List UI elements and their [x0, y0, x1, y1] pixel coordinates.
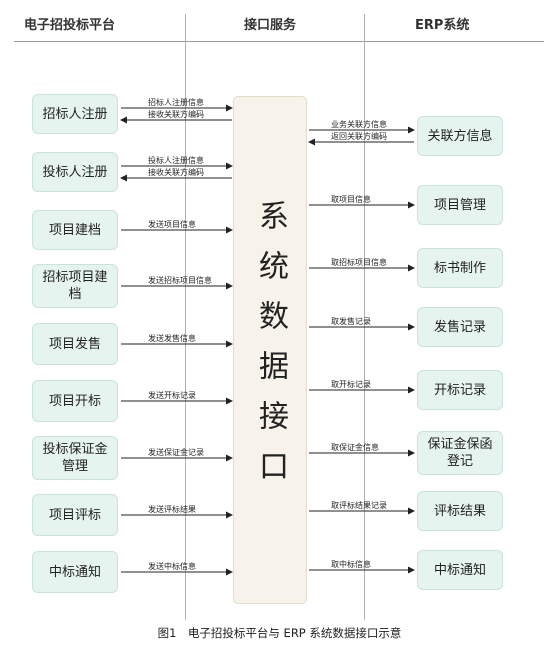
column-divider-left: [185, 14, 186, 620]
erp-flow-2-1-label: 取项目信息: [331, 195, 371, 204]
platform-box-1: 招标人注册: [32, 94, 118, 134]
erp-box-6: 保证金保函登记: [417, 431, 503, 475]
platform-flow-2-1-label: 投标人注册信息: [148, 156, 204, 165]
erp-flow-7-1-label: 取评标结果记录: [331, 501, 387, 510]
erp-box-1: 关联方信息: [417, 116, 503, 156]
platform-box-7: 投标保证金管理: [32, 436, 118, 480]
column-title-middle: 接口服务: [244, 18, 297, 33]
platform-flow-2-2-label: 接收关联方编码: [148, 168, 204, 177]
column-title-left: 电子招投标平台: [24, 18, 116, 33]
platform-flow-5-1-label: 发送发售信息: [148, 334, 196, 343]
platform-flow-3-1-label: 发送项目信息: [148, 220, 196, 229]
platform-box-8: 项目评标: [32, 494, 118, 536]
erp-flow-4-1-label: 取发售记录: [331, 317, 371, 326]
platform-box-9: 中标通知: [32, 551, 118, 593]
erp-flow-1-2-label: 返回关联方编码: [331, 132, 387, 141]
platform-box-2: 投标人注册: [32, 152, 118, 192]
platform-flow-6-1-label: 发送开标记录: [148, 391, 196, 400]
platform-flow-9-1-label: 发送中标信息: [148, 562, 196, 571]
erp-flow-5-1-label: 取开标记录: [331, 380, 371, 389]
erp-box-7: 评标结果: [417, 491, 503, 531]
platform-flow-8-1-label: 发送评标结果: [148, 505, 196, 514]
figure-caption: 图1 电子招投标平台与 ERP 系统数据接口示意: [157, 626, 402, 640]
platform-box-6: 项目开标: [32, 380, 118, 422]
erp-flow-8-1-label: 取中标信息: [331, 560, 371, 569]
column-divider-right: [364, 14, 365, 620]
platform-box-4: 招标项目建档: [32, 264, 118, 308]
system-data-interface-box: 系统数据接口: [233, 96, 307, 604]
platform-flow-1-2-label: 接收关联方编码: [148, 110, 204, 119]
platform-flow-4-1-label: 发送招标项目信息: [148, 276, 212, 285]
erp-box-5: 开标记录: [417, 370, 503, 410]
erp-flow-1-1-label: 业务关联方信息: [331, 120, 387, 129]
erp-flow-3-1-label: 取招标项目信息: [331, 258, 387, 267]
erp-box-2: 项目管理: [417, 185, 503, 225]
system-data-interface-label: 系统数据接口: [253, 200, 288, 500]
platform-flow-1-1-label: 招标人注册信息: [148, 98, 204, 107]
erp-flow-6-1-label: 取保证金信息: [331, 443, 379, 452]
erp-box-4: 发售记录: [417, 307, 503, 347]
header-divider: [14, 41, 544, 42]
platform-box-5: 项目发售: [32, 323, 118, 365]
platform-flow-7-1-label: 发送保证金记录: [148, 448, 204, 457]
platform-box-3: 项目建档: [32, 210, 118, 250]
erp-box-3: 标书制作: [417, 248, 503, 288]
erp-box-8: 中标通知: [417, 550, 503, 590]
column-title-right: ERP系统: [415, 18, 470, 33]
